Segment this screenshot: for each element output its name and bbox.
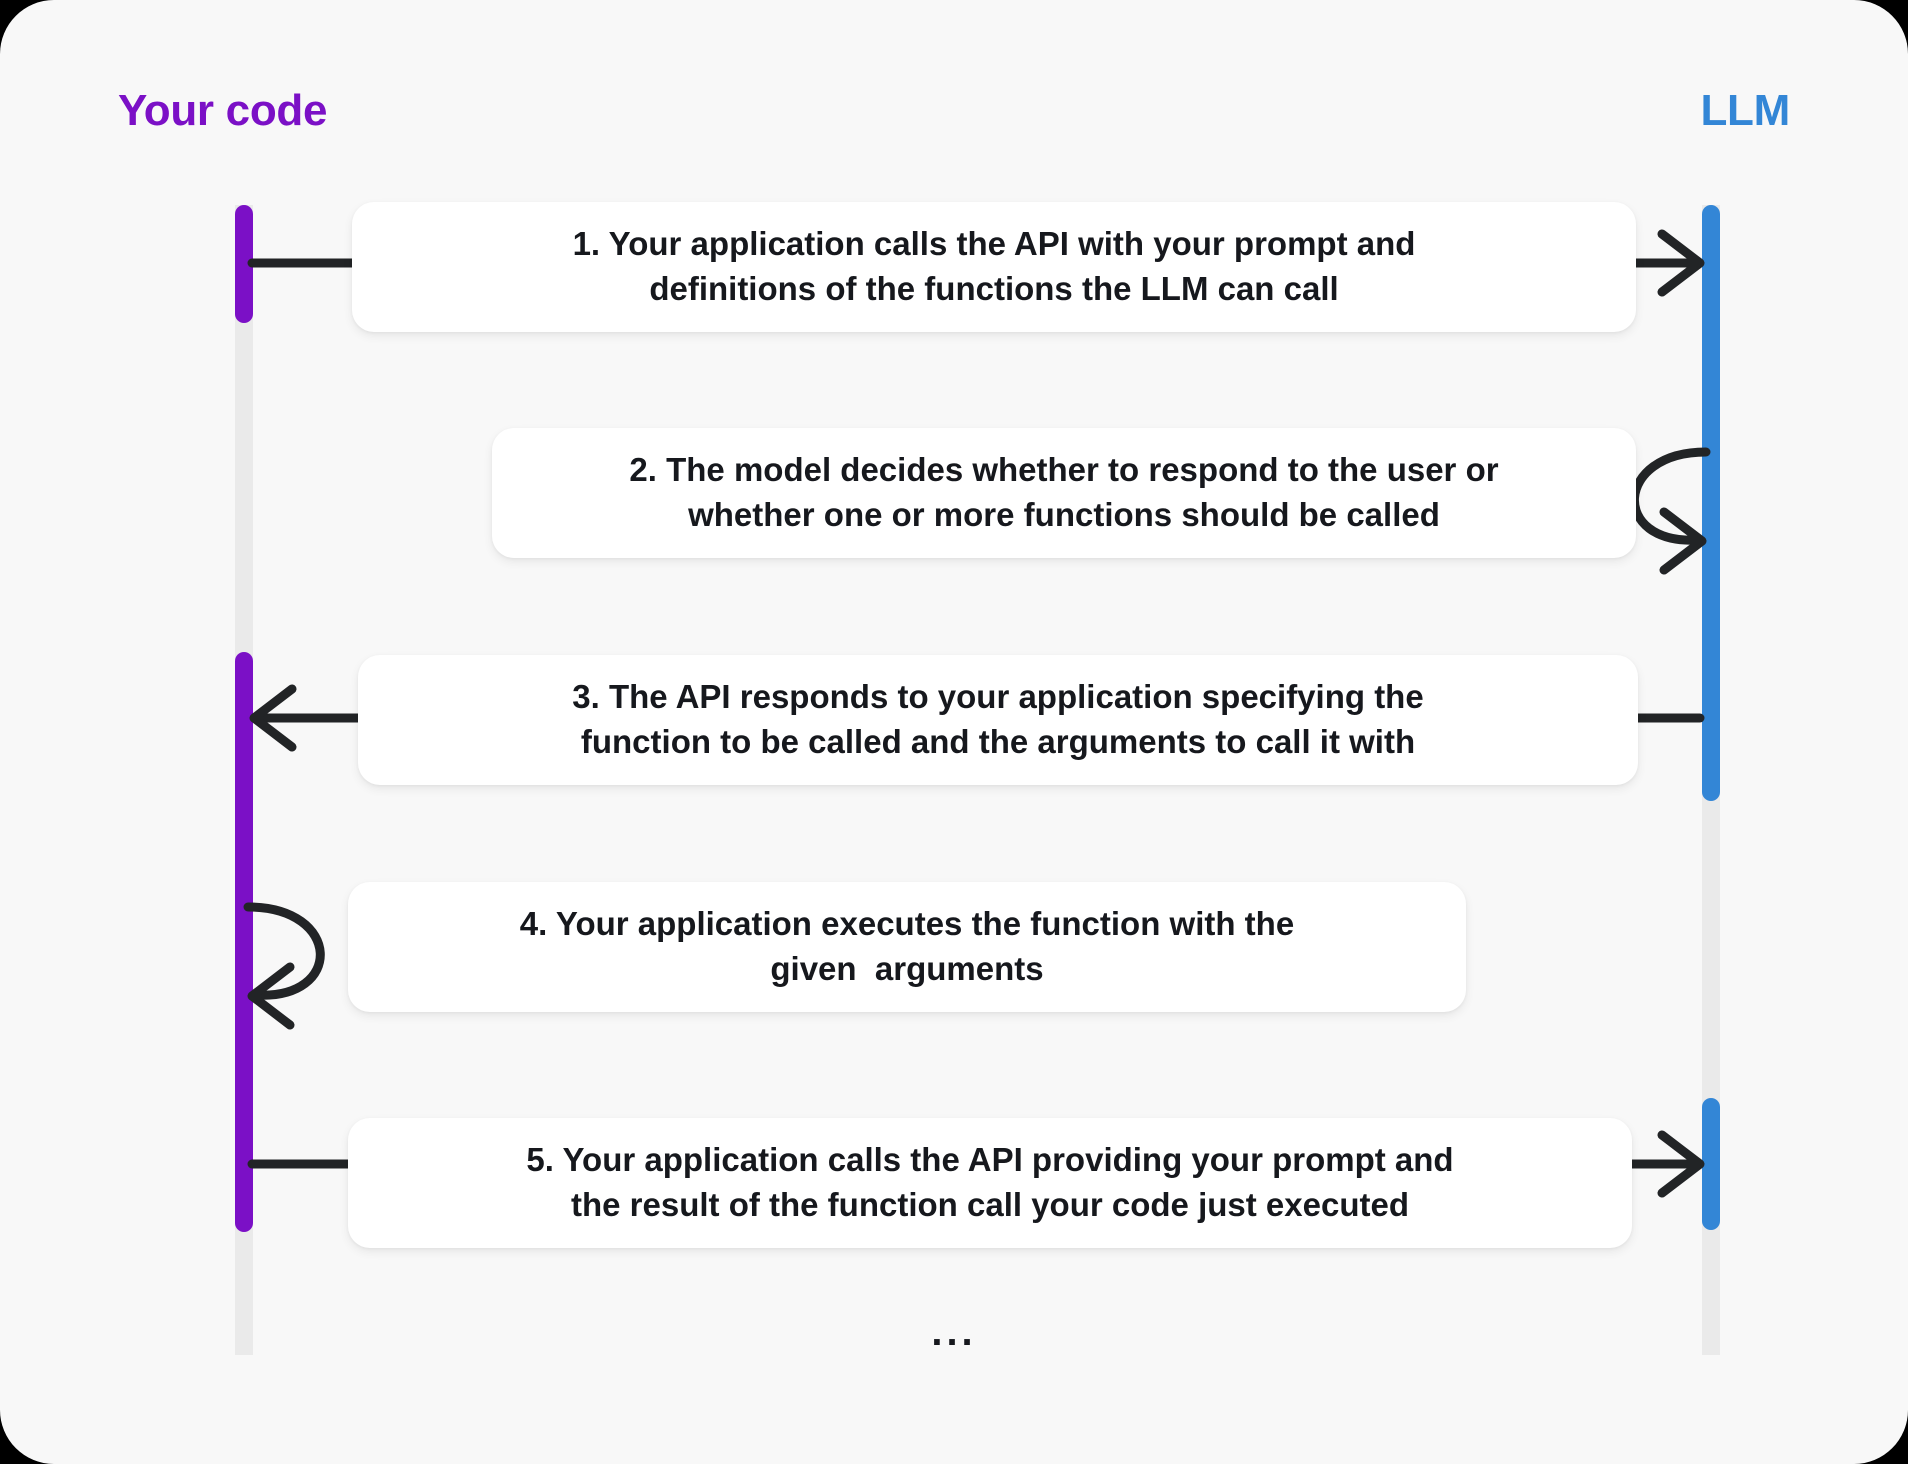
message-text-step-5: 5. Your application calls the API provid… — [526, 1141, 1454, 1223]
continuation-ellipsis: ... — [931, 1310, 977, 1354]
message-text-step-4: 4. Your application executes the functio… — [519, 905, 1295, 987]
actor-label-your-code: Your code — [118, 86, 328, 135]
activation-bar-your-code-1 — [235, 205, 253, 323]
activation-bar-llm-2 — [1702, 1098, 1720, 1230]
arrow-step-4-self-loop — [243, 902, 325, 1030]
message-text-step-2: 2. The model decides whether to respond … — [629, 451, 1499, 533]
message-box-step-2: 2. The model decides whether to respond … — [492, 428, 1636, 558]
activation-bar-llm-1 — [1702, 205, 1720, 801]
activation-bar-your-code-2 — [235, 652, 253, 1232]
message-box-step-3: 3. The API responds to your application … — [358, 655, 1638, 785]
message-text-step-3: 3. The API responds to your application … — [572, 678, 1424, 760]
message-box-step-5: 5. Your application calls the API provid… — [348, 1118, 1632, 1248]
message-text-step-1: 1. Your application calls the API with y… — [572, 225, 1416, 307]
message-box-step-4: 4. Your application executes the functio… — [348, 882, 1466, 1012]
message-box-step-1: 1. Your application calls the API with y… — [352, 202, 1636, 332]
arrow-step-2-self-loop — [1629, 447, 1711, 575]
actor-label-llm: LLM — [1700, 86, 1790, 135]
